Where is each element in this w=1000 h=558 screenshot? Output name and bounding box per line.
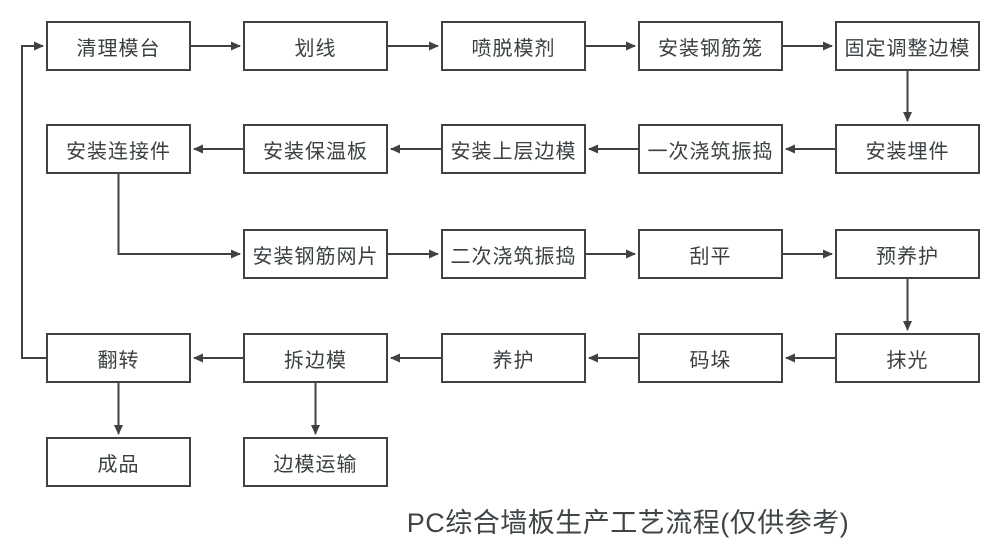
node-finished-product: 成品 (46, 437, 191, 487)
node-flip-over: 翻转 (46, 333, 191, 383)
node-scribe-lines: 划线 (243, 21, 388, 71)
node-install-insulation: 安装保温板 (243, 124, 388, 174)
node-curing: 养护 (441, 333, 586, 383)
node-fix-adjust-side-forms: 固定调整边模 (835, 21, 980, 71)
node-pre-curing: 预养护 (835, 229, 980, 279)
node-install-upper-forms: 安装上层边模 (441, 124, 586, 174)
edge-flip-to-clean-loop (21, 41, 46, 359)
node-screed-flat: 刮平 (638, 229, 783, 279)
edge-connectors-to-mesh (117, 174, 241, 259)
node-first-pour-vibrate: 一次浇筑振捣 (638, 124, 783, 174)
node-install-rebar-mesh: 安装钢筋网片 (243, 229, 388, 279)
diagram-title: PC综合墙板生产工艺流程(仅供参考) (406, 508, 850, 538)
node-install-rebar-cage: 安装钢筋笼 (638, 21, 783, 71)
node-clean-mold-table: 清理模台 (46, 21, 191, 71)
node-second-pour-vibrate: 二次浇筑振捣 (441, 229, 586, 279)
node-stacking: 码垛 (638, 333, 783, 383)
node-side-form-transport: 边模运输 (243, 437, 388, 487)
node-spray-release-agent: 喷脱模剂 (441, 21, 586, 71)
node-install-connectors: 安装连接件 (46, 124, 191, 174)
node-install-embeds: 安装埋件 (835, 124, 980, 174)
node-remove-side-forms: 拆边模 (243, 333, 388, 383)
node-trowel-finish: 抹光 (835, 333, 980, 383)
